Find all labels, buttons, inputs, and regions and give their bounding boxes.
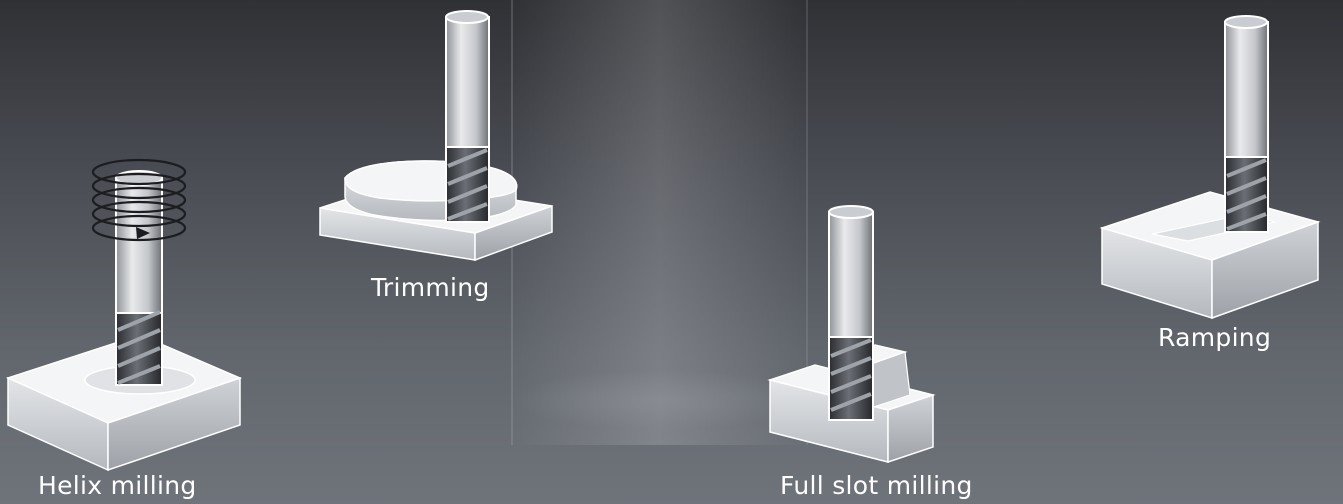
- helix-milling-illustration: [5, 158, 243, 472]
- trimming-illustration: [319, 10, 553, 262]
- ramping-label: Ramping: [1158, 323, 1272, 352]
- background-light-column: [510, 0, 810, 445]
- full-slot-milling-label: Full slot milling: [780, 471, 973, 500]
- helix-milling-label: Helix milling: [38, 471, 197, 500]
- full-slot-milling-illustration: [767, 205, 936, 464]
- ramping-illustration: [1099, 15, 1321, 320]
- trimming-label: Trimming: [371, 273, 490, 302]
- helix-arrow-icon: [91, 158, 187, 242]
